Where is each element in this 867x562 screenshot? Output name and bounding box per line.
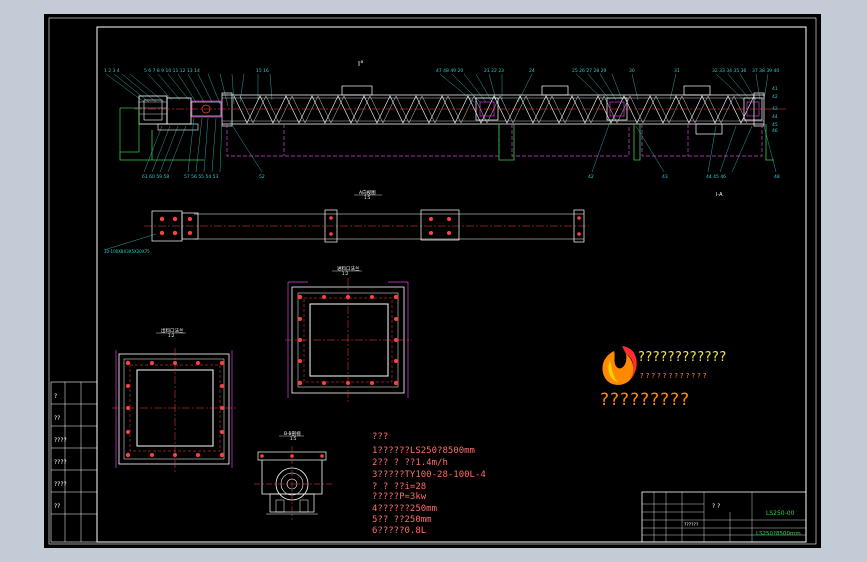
drawing-canvas: ? ?? ???? ???? ???? ?? I° 1 2 3 4 5 6 7 …	[48, 17, 817, 545]
banner-line-1: ????????????	[638, 350, 727, 365]
drawing-sheet: ? ?? ???? ???? ???? ?? I° 1 2 3 4 5 6 7 …	[44, 14, 821, 548]
screw-flight	[233, 95, 755, 124]
main-view-label: I°	[358, 60, 364, 68]
side-legend: ? ?? ???? ???? ???? ??	[50, 381, 98, 543]
side-legend-row: ?	[54, 393, 57, 400]
title-block: ? ? LS250-00 ?????? LS250?8500mm	[641, 491, 807, 543]
conveyor-main-view: I° 1 2 3 4 5 6 7 8 9 10 11 12 13 14 15 1…	[104, 60, 786, 198]
side-legend-row: ??	[54, 503, 60, 510]
banner-line-2: ????????????	[640, 372, 709, 380]
tech-note-line: 6?????0.8L	[372, 526, 427, 536]
tech-note-line: 4??????250mm	[372, 504, 438, 514]
end-view-title: B-B剖视	[284, 430, 301, 437]
tech-note-line: 5?? ??250mm	[372, 515, 432, 525]
inlet-view-subtitle: 1:2	[342, 271, 349, 276]
tech-note-line: ?????P=3kw	[372, 492, 427, 502]
svg-text:25 26 27 28 29: 25 26 27 28 29	[572, 68, 606, 74]
outlet-view-title: 出料口法兰	[161, 327, 184, 334]
base-plan-note: 10-100X8X3X5X20X75	[104, 249, 150, 254]
svg-text:32 33 34 35 36: 32 33 34 35 36	[712, 68, 746, 74]
tech-note-line: ? ? ??i=28	[372, 482, 427, 492]
outlet-bottom	[695, 123, 723, 135]
svg-text:1 2 3 4: 1 2 3 4	[104, 68, 120, 74]
svg-text:41: 41	[772, 86, 778, 92]
svg-text:24: 24	[529, 68, 535, 74]
svg-text:45: 45	[772, 122, 778, 128]
svg-text:30: 30	[629, 68, 635, 74]
section-a-subtitle: 1:5	[364, 195, 371, 200]
svg-text:47 48 49 20: 47 48 49 20	[436, 68, 463, 74]
side-legend-row: ??	[54, 415, 60, 422]
tech-note-line: 1??????LS250?8500mm	[372, 446, 475, 456]
sheet-border	[48, 17, 817, 545]
end-section-view: B-B剖视 1:5	[254, 430, 332, 520]
svg-text:61 60 59 58: 61 60 59 58	[142, 174, 169, 180]
banner-line-3: ?????????	[600, 390, 691, 410]
svg-text:43: 43	[772, 106, 778, 112]
flame-logo	[602, 346, 637, 385]
inlet-flange-view: 进料口法兰 1:2	[285, 265, 412, 402]
svg-text:43: 43	[662, 174, 668, 180]
svg-text:44: 44	[772, 114, 778, 120]
svg-text:42: 42	[772, 94, 778, 100]
svg-text:15 16: 15 16	[256, 68, 269, 74]
outlet-view-subtitle: 1:2	[168, 333, 175, 338]
title-block-title: ? ?	[712, 503, 720, 510]
side-legend-row: ????	[54, 459, 67, 466]
inlet-top	[341, 85, 373, 96]
title-block-name: LS250?8500mm	[756, 531, 801, 537]
svg-text:42: 42	[588, 174, 594, 180]
svg-text:52: 52	[259, 174, 265, 180]
svg-text:37 38 39 40: 37 38 39 40	[752, 68, 779, 74]
title-block-drawing-no: LS250-00	[766, 510, 795, 517]
outlet-flange-view: 出料口法兰 1:2	[112, 327, 236, 472]
tech-notes-heading: ???	[372, 432, 389, 442]
side-legend-row: ????	[54, 481, 67, 488]
section-a-title: A向视图	[359, 189, 376, 196]
side-legend-row: ????	[54, 437, 67, 444]
main-view-label-bottom: I-A	[716, 192, 723, 198]
reducer	[166, 97, 192, 125]
end-view-subtitle: 1:5	[290, 436, 297, 441]
title-block-material: ??????	[684, 522, 699, 528]
base-plan-view: A向视图 1:5	[103, 189, 589, 254]
tech-note-line: 2?? ? ??1.4m/h	[372, 458, 448, 468]
svg-text:21 22 23: 21 22 23	[484, 68, 504, 74]
inner-frame	[96, 26, 807, 543]
inlet-view-title: 进料口法兰	[337, 265, 360, 272]
svg-text:5 6 7 8 9 10 11 12 13 14: 5 6 7 8 9 10 11 12 13 14	[144, 68, 200, 74]
svg-text:44 45 46: 44 45 46	[706, 174, 726, 180]
svg-text:46: 46	[772, 128, 778, 134]
svg-text:48: 48	[774, 174, 780, 180]
svg-text:57 56 55 54 53: 57 56 55 54 53	[184, 174, 218, 180]
tech-note-line: 3?????TY100-28-100L-4	[372, 470, 486, 480]
svg-text:31: 31	[674, 68, 680, 74]
